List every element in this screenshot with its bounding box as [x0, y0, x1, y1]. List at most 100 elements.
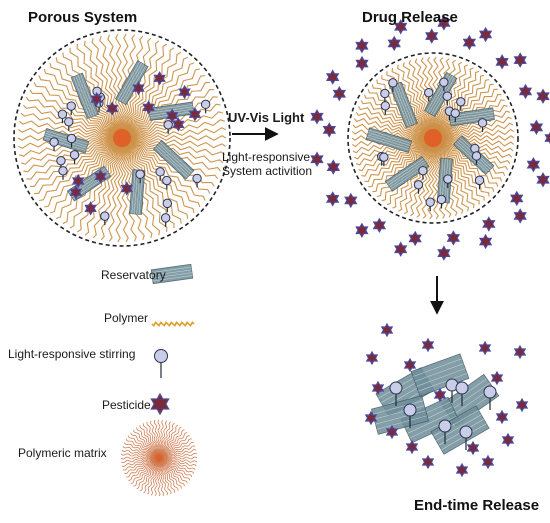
- polymer-chain: [125, 144, 182, 224]
- polymer-chain: [20, 138, 115, 165]
- stirring-pin-icon: [450, 108, 460, 123]
- polymer-chain: [439, 142, 503, 182]
- pesticide-star-icon: [153, 71, 166, 86]
- stirring-pin-icon: [474, 175, 485, 190]
- stirring-pin-icon: [379, 152, 389, 167]
- polymer-chain: [129, 135, 227, 141]
- polymer-chain: [128, 74, 206, 134]
- stirring-pin-icon: [403, 403, 417, 428]
- stirring-pin-icon: [455, 381, 469, 406]
- polymer-chain: [354, 137, 426, 160]
- polymer-chain: [360, 100, 427, 135]
- polymer-chain: [108, 145, 123, 242]
- reservoir-sheet-icon: [365, 127, 413, 153]
- pesticide-star-icon: [513, 344, 527, 360]
- polymer-chain: [127, 143, 201, 208]
- pesticide-star-icon: [495, 54, 509, 70]
- pesticide-star-icon: [94, 169, 107, 184]
- polymer-chain: [127, 142, 206, 201]
- polymer-chain: [367, 89, 428, 134]
- stirring-pin-icon: [442, 91, 452, 106]
- pesticide-star-icon: [478, 340, 492, 356]
- stirring-pin-icon: [443, 174, 453, 189]
- pesticide-star-icon: [355, 222, 369, 239]
- stirring-pin-icon: [135, 169, 145, 184]
- pesticide-star-icon: [371, 380, 385, 396]
- legend-polymeric-matrix-icon: [120, 419, 198, 497]
- stirring-pin-icon: [413, 180, 424, 194]
- activation-note-line1: Light-responsive: [222, 150, 311, 164]
- pesticide-star-icon: [455, 462, 469, 478]
- pesticide-star-icon: [132, 80, 145, 96]
- polymer-chain: [126, 144, 189, 219]
- pesticide-star-icon: [105, 101, 119, 116]
- stirring-pin-icon: [389, 381, 403, 406]
- polymer-chain: [353, 118, 426, 137]
- pesticide-star-icon: [364, 410, 378, 426]
- legend-label-stirring: Light-responsive stirring: [8, 347, 136, 361]
- stirring-pin-icon: [418, 165, 428, 180]
- legend-icons: [120, 263, 198, 497]
- stirring-pin-icon: [154, 349, 168, 378]
- legend-label-polymeric-matrix: Polymeric matrix: [18, 446, 107, 460]
- pesticide-star-icon: [344, 192, 358, 209]
- stirring-pin-icon: [66, 101, 76, 116]
- polymer-chain: [84, 145, 120, 236]
- polymer-chain: [25, 96, 116, 136]
- reservoir-sheet-icon: [150, 263, 194, 285]
- stirring-pin-icon: [424, 87, 434, 102]
- pesticide-star-icon: [405, 439, 419, 455]
- pesticide-star-icon: [385, 424, 399, 440]
- activation-note: Light-responsive System activition: [222, 150, 313, 178]
- polymer-chain: [44, 142, 117, 208]
- polymer-chain: [107, 34, 124, 131]
- polymer-chain: [34, 141, 116, 195]
- pesticide-star-icon: [365, 350, 379, 366]
- polymer-chain: [421, 145, 434, 219]
- polymer-chain: [119, 33, 129, 131]
- legend-reservatory-icon: [150, 263, 194, 285]
- polymer-chain: [127, 68, 200, 134]
- polymer-chain: [91, 37, 122, 131]
- stirring-pin-icon: [483, 385, 497, 410]
- polymer-chain: [436, 144, 480, 205]
- polymer-chain: [17, 127, 115, 140]
- polymer-chain: [438, 142, 499, 187]
- stirring-pin-icon: [162, 198, 172, 213]
- polymer-chain: [83, 40, 121, 131]
- released-pesticide-cloud: [310, 15, 550, 261]
- polymer-chain: [363, 94, 427, 134]
- reservoir-sheet-icon: [410, 353, 470, 397]
- pesticide-star-icon: [526, 157, 541, 173]
- legend-stirring-icon: [154, 349, 168, 378]
- activation-note-line2: System activition: [222, 164, 313, 178]
- polymer-chain: [440, 116, 512, 139]
- polymer-chain: [368, 142, 427, 188]
- pesticide-star-icon: [515, 397, 529, 413]
- polymer-chain: [26, 140, 115, 180]
- polymer-chain: [29, 89, 116, 135]
- stirring-pin-icon: [477, 118, 488, 132]
- polymer-chain: [18, 120, 115, 138]
- stirring-pin-icon: [380, 101, 391, 115]
- polymer-chain: [440, 122, 514, 140]
- pesticide-star-icon: [421, 337, 435, 353]
- polymer-chain: [396, 64, 431, 131]
- end-time-release-title: End-time Release: [414, 497, 540, 514]
- polymer-chain: [358, 106, 427, 136]
- stirring-pin-icon: [64, 117, 74, 131]
- stirring-pin-icon: [162, 175, 172, 190]
- pesticide-star-icon: [513, 52, 527, 68]
- polymer-chain: [125, 43, 167, 132]
- pesticide-star-icon: [462, 34, 477, 51]
- pesticide-star-icon: [481, 454, 495, 470]
- polymer-chain: [391, 67, 430, 132]
- polymer-chain: [126, 51, 182, 132]
- pesticide-star-icon: [322, 122, 337, 138]
- pesticide-star-icon: [90, 91, 103, 107]
- legend-label-reservatory: Reservatory: [101, 268, 166, 282]
- stirring-pin-icon: [49, 137, 59, 152]
- particle-boundary: [347, 52, 519, 224]
